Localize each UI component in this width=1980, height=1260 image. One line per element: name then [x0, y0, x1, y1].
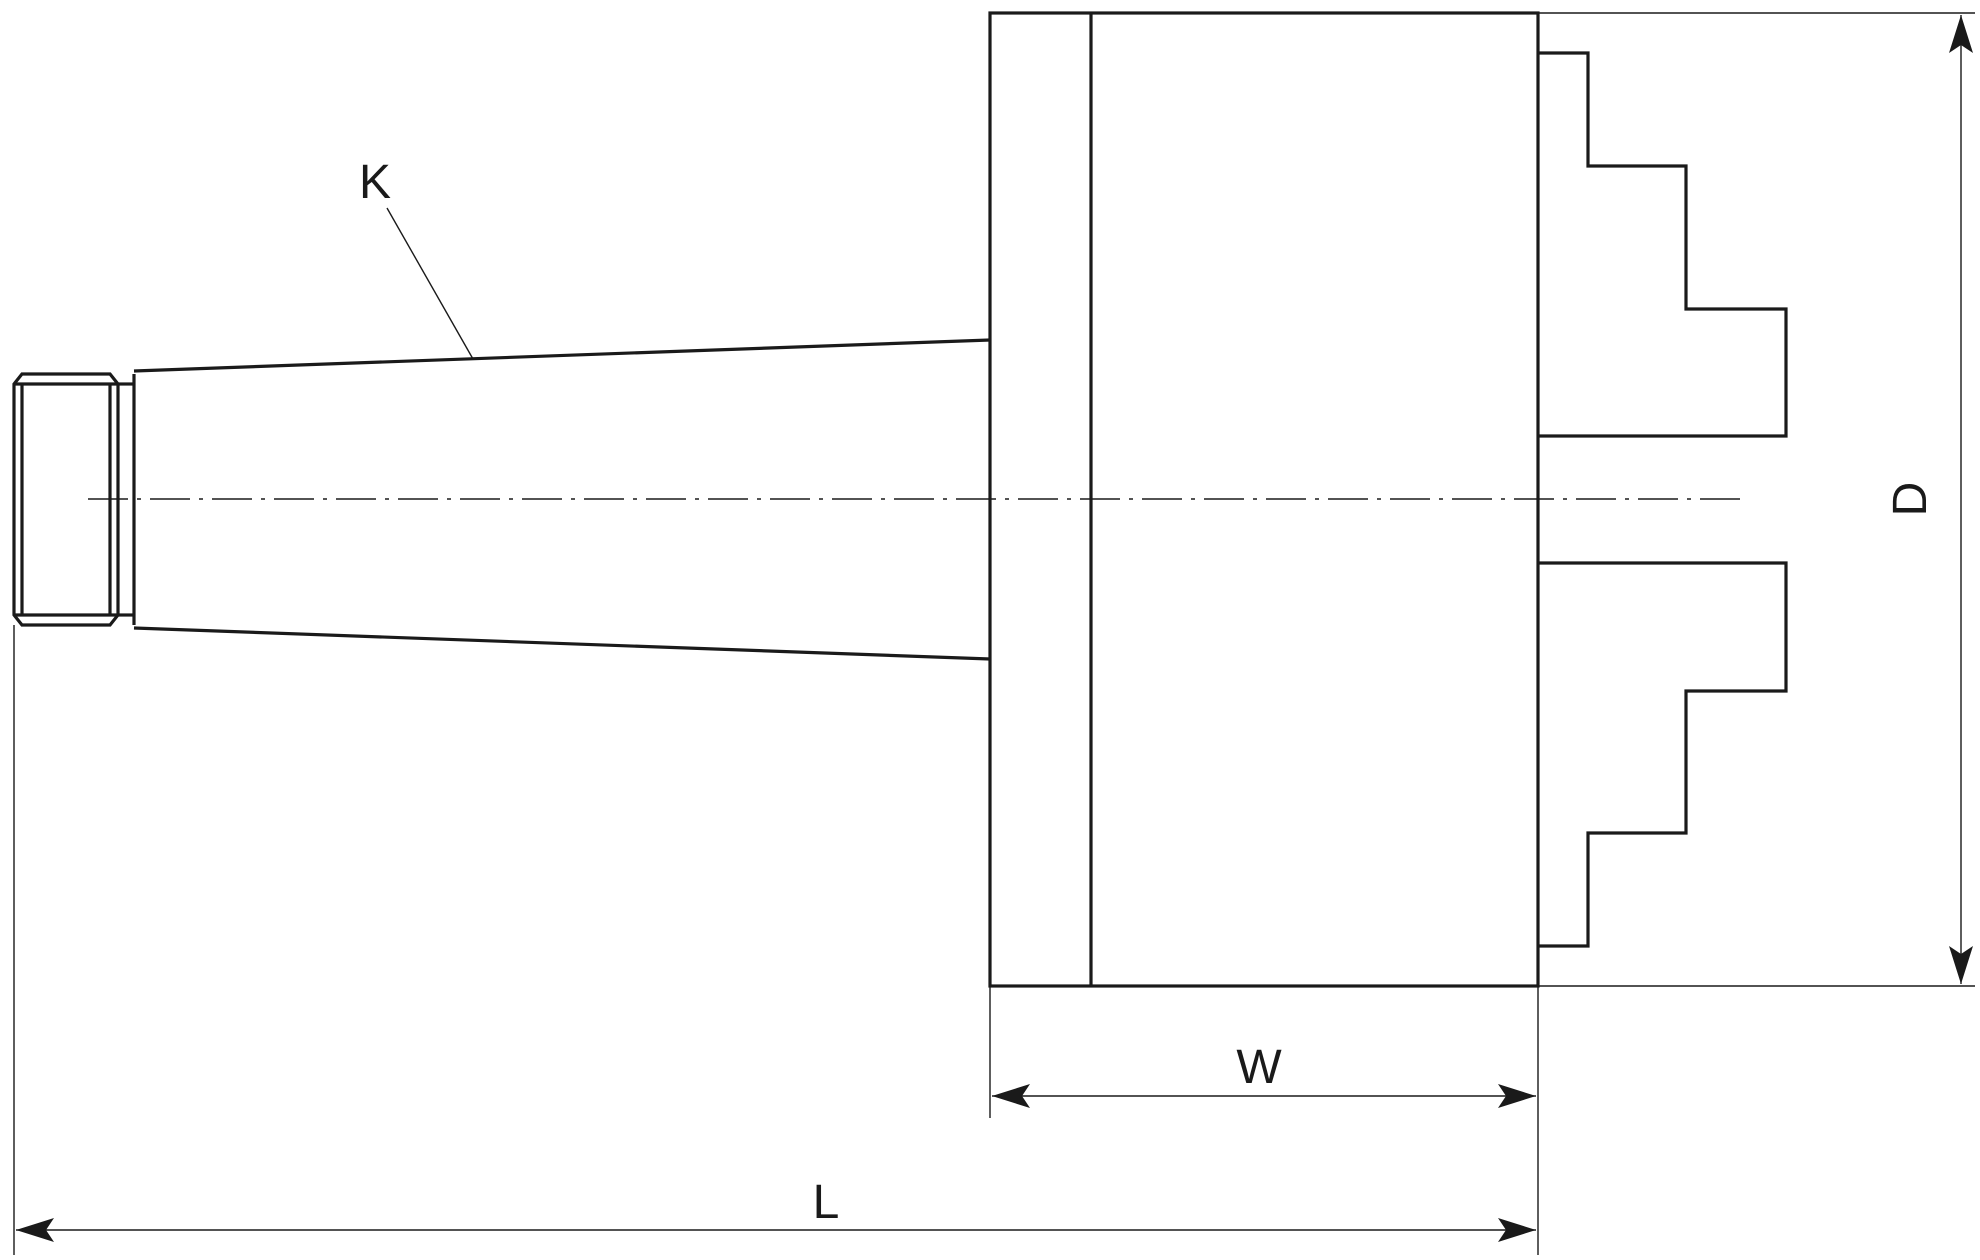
diameter-dimension	[1949, 15, 1973, 984]
taper-leader-line	[386, 207, 474, 360]
taper-label: K	[359, 156, 391, 209]
lower-jaw	[1538, 561, 1788, 948]
extension-lines	[13, 12, 1975, 1255]
thread-end	[12, 372, 136, 627]
width-dimension	[992, 1084, 1536, 1108]
taper-shank	[133, 338, 991, 661]
chuck-body	[988, 11, 1540, 988]
length-dimension	[16, 1218, 1536, 1242]
length-label: L	[813, 1176, 840, 1229]
upper-jaw	[1538, 51, 1788, 438]
diameter-label: D	[1884, 482, 1937, 517]
width-label: W	[1236, 1041, 1282, 1094]
